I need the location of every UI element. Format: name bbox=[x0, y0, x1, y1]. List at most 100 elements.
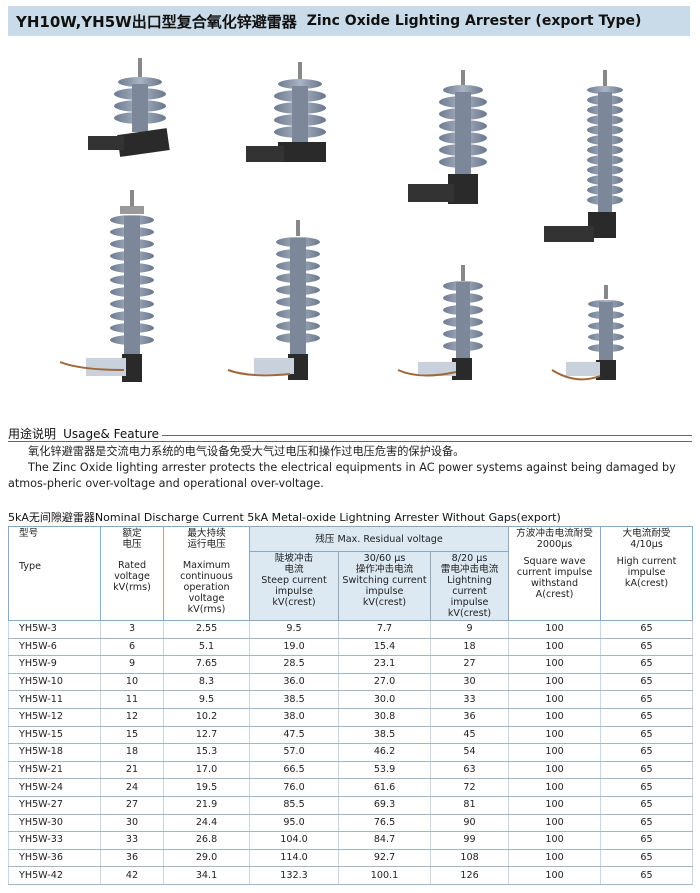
header-residual: 残压 Max. Residual voltage bbox=[248, 526, 510, 552]
header-rated-en: Rated voltage kV(rms) bbox=[113, 560, 151, 593]
value-cell: 100 bbox=[508, 761, 602, 780]
value-cell: 65 bbox=[600, 849, 694, 868]
value-cell: 95.0 bbox=[249, 814, 339, 833]
value-cell: 30.8 bbox=[338, 708, 431, 727]
value-cell: 54 bbox=[429, 743, 510, 762]
value-cell: 36 bbox=[429, 708, 510, 727]
value-cell: 66.5 bbox=[249, 761, 339, 780]
value-cell: 3 bbox=[100, 620, 164, 639]
value-cell: 28.5 bbox=[249, 655, 339, 674]
arrester-photo-3 bbox=[408, 70, 487, 204]
value-cell: 108 bbox=[429, 849, 510, 868]
arrester-illustrations bbox=[59, 58, 624, 382]
value-cell: 9 bbox=[100, 655, 164, 674]
value-cell: 30 bbox=[100, 814, 164, 833]
arrester-photo-6 bbox=[227, 220, 320, 380]
usage-paragraph-cn: 氧化锌避雷器是交流电力系统的电气设备免受大气过电压和操作过电压危害的保护设备。 bbox=[28, 445, 465, 458]
value-cell: 65 bbox=[600, 778, 694, 797]
value-cell: 11 bbox=[100, 690, 164, 709]
value-cell: 100.1 bbox=[338, 866, 431, 885]
type-cell: YH5W-10 bbox=[8, 673, 101, 692]
type-cell: YH5W-9 bbox=[8, 655, 101, 674]
value-cell: 33 bbox=[429, 690, 510, 709]
value-cell: 100 bbox=[508, 866, 602, 885]
type-cell: YH5W-6 bbox=[8, 638, 101, 657]
value-cell: 65 bbox=[600, 761, 694, 780]
value-cell: 126 bbox=[429, 866, 510, 885]
value-cell: 53.9 bbox=[338, 761, 431, 780]
header-mcov-cn: 最大持续 运行电压 bbox=[187, 528, 226, 550]
value-cell: 65 bbox=[600, 831, 694, 850]
value-cell: 85.5 bbox=[249, 796, 339, 815]
value-cell: 21 bbox=[100, 761, 164, 780]
value-cell: 45 bbox=[429, 726, 510, 745]
arrester-photo-8 bbox=[551, 285, 624, 381]
value-cell: 65 bbox=[600, 673, 694, 692]
value-cell: 47.5 bbox=[249, 726, 339, 745]
value-cell: 8.3 bbox=[163, 673, 250, 692]
value-cell: 132.3 bbox=[249, 866, 339, 885]
value-cell: 114.0 bbox=[249, 849, 339, 868]
value-cell: 9.5 bbox=[249, 620, 339, 639]
value-cell: 15 bbox=[100, 726, 164, 745]
arrester-photo-7 bbox=[397, 265, 483, 380]
value-cell: 38.5 bbox=[338, 726, 431, 745]
header-high-cn: 大电流耐受 4/10μs bbox=[622, 528, 671, 550]
value-cell: 10.2 bbox=[163, 708, 250, 727]
value-cell: 12.7 bbox=[163, 726, 250, 745]
header-steep-en: Steep current impulse kV(crest) bbox=[261, 575, 327, 608]
value-cell: 27 bbox=[429, 655, 510, 674]
value-cell: 7.7 bbox=[338, 620, 431, 639]
value-cell: 76.0 bbox=[249, 778, 339, 797]
type-cell: YH5W-42 bbox=[8, 866, 101, 885]
value-cell: 65 bbox=[600, 620, 694, 639]
usage-paragraph-en: The Zinc Oxide lighting arrester protect… bbox=[8, 461, 676, 490]
title-chinese: YH10W,YH5W出口型复合氧化锌避雷器 bbox=[16, 12, 297, 31]
type-cell: YH5W-12 bbox=[8, 708, 101, 727]
value-cell: 10 bbox=[100, 673, 164, 692]
value-cell: 38.5 bbox=[249, 690, 339, 709]
value-cell: 21.9 bbox=[163, 796, 250, 815]
header-type: 型号 Type bbox=[8, 526, 101, 621]
type-cell: YH5W-36 bbox=[8, 849, 101, 868]
type-cell: YH5W-11 bbox=[8, 690, 101, 709]
value-cell: 24.4 bbox=[163, 814, 250, 833]
value-cell: 33 bbox=[100, 831, 164, 850]
header-rated-cn: 额定 电压 bbox=[122, 528, 142, 550]
value-cell: 27.0 bbox=[338, 673, 431, 692]
header-switching-cn: 30/60 μs 操作冲击电流 bbox=[355, 553, 414, 575]
value-cell: 7.65 bbox=[163, 655, 250, 674]
type-cell: YH5W-30 bbox=[8, 814, 101, 833]
value-cell: 17.0 bbox=[163, 761, 250, 780]
value-cell: 65 bbox=[600, 743, 694, 762]
value-cell: 36 bbox=[100, 849, 164, 868]
value-cell: 57.0 bbox=[249, 743, 339, 762]
usage-heading-cn: 用途说明 bbox=[8, 427, 57, 441]
value-cell: 65 bbox=[600, 726, 694, 745]
value-cell: 100 bbox=[508, 638, 602, 657]
value-cell: 100 bbox=[508, 849, 602, 868]
value-cell: 65 bbox=[600, 638, 694, 657]
value-cell: 2.55 bbox=[163, 620, 250, 639]
value-cell: 9.5 bbox=[163, 690, 250, 709]
value-cell: 26.8 bbox=[163, 831, 250, 850]
value-cell: 65 bbox=[600, 708, 694, 727]
value-cell: 100 bbox=[508, 796, 602, 815]
header-type-en: Type bbox=[19, 561, 42, 572]
header-lightning: 8/20 μs 雷电冲击电流 Lightning current impulse… bbox=[429, 551, 510, 621]
product-photos bbox=[0, 40, 700, 415]
value-cell: 100 bbox=[508, 655, 602, 674]
value-cell: 9 bbox=[429, 620, 510, 639]
header-steep: 陡坡冲击 电流 Steep current impulse kV(crest) bbox=[249, 551, 339, 621]
value-cell: 23.1 bbox=[338, 655, 431, 674]
